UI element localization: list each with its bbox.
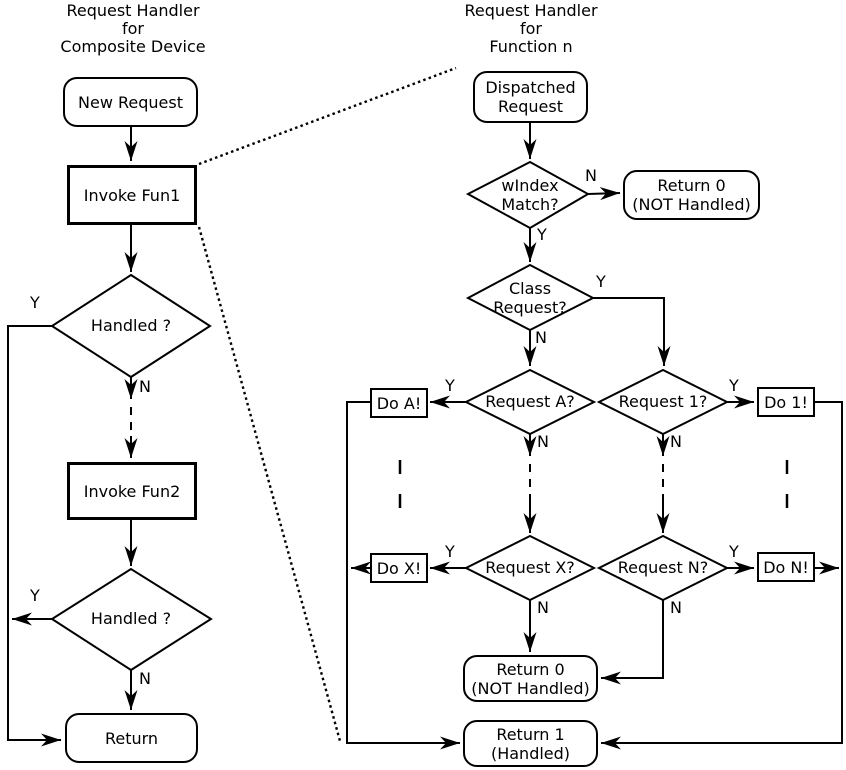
label-class-no: N: [535, 328, 547, 347]
edge-windex-no-to-return0-top: [587, 187, 621, 201]
node-new-request: New Request: [63, 77, 198, 127]
label-request-a-no: N: [537, 432, 549, 451]
right-diagram-title: Request Handler for Function n: [464, 1, 598, 56]
label-request-1-yes: Y: [729, 376, 739, 395]
node-do-x: Do X!: [370, 553, 428, 583]
label-handled-2-yes: Y: [30, 586, 40, 605]
decision-handled-2-shape: [50, 567, 213, 672]
node-invoke-fun1: Invoke Fun1: [67, 165, 197, 225]
node-return0-top: Return 0 (NOT Handled): [623, 170, 760, 220]
zoom-lens-line-top: [198, 66, 457, 166]
label-handled-1-no: N: [139, 377, 151, 396]
label-windex-yes: Y: [537, 225, 547, 244]
label-handled-1-yes: Y: [30, 293, 40, 312]
edge-do-a-rail-to-return1: [346, 401, 460, 750]
label-request-1-no: N: [670, 432, 682, 451]
label-request-n-yes: Y: [729, 542, 739, 561]
edge-do-1-rail-to-return1: [601, 401, 843, 750]
node-dispatched-request: Dispatched Request: [473, 71, 588, 123]
label-request-x-yes: Y: [445, 542, 455, 561]
decision-windex-match-shape: [465, 160, 591, 230]
decision-request-n-shape: [596, 534, 730, 602]
decision-request-a-shape: [463, 368, 597, 436]
label-request-n-no: N: [670, 598, 682, 617]
label-class-yes: Y: [596, 272, 606, 291]
node-do-n: Do N!: [757, 552, 815, 582]
node-return0-bottom: Return 0 (NOT Handled): [463, 655, 598, 702]
edge-request-n-no-to-return0-bottom: [601, 600, 664, 685]
decision-handled-1-shape: [50, 273, 212, 379]
label-request-x-no: N: [537, 598, 549, 617]
node-return1: Return 1 (Handled): [463, 720, 598, 767]
decision-request-x-shape: [463, 534, 597, 602]
edge-class-yes-to-request-1: [593, 297, 671, 366]
label-windex-no: N: [585, 166, 597, 185]
decision-request-1-shape: [596, 368, 730, 436]
left-diagram-title: Request Handler for Composite Device: [60, 1, 206, 56]
node-do-1: Do 1!: [757, 387, 815, 417]
label-handled-2-no: N: [139, 669, 151, 688]
node-do-a: Do A!: [370, 388, 428, 418]
node-invoke-fun2: Invoke Fun2: [67, 462, 197, 520]
zoom-lens-line-bottom: [197, 226, 342, 742]
label-request-a-yes: Y: [445, 376, 455, 395]
decision-class-request-shape: [465, 263, 596, 332]
edge-handled-1-yes-rail-to-return: [7, 325, 61, 747]
node-return: Return: [65, 713, 198, 763]
